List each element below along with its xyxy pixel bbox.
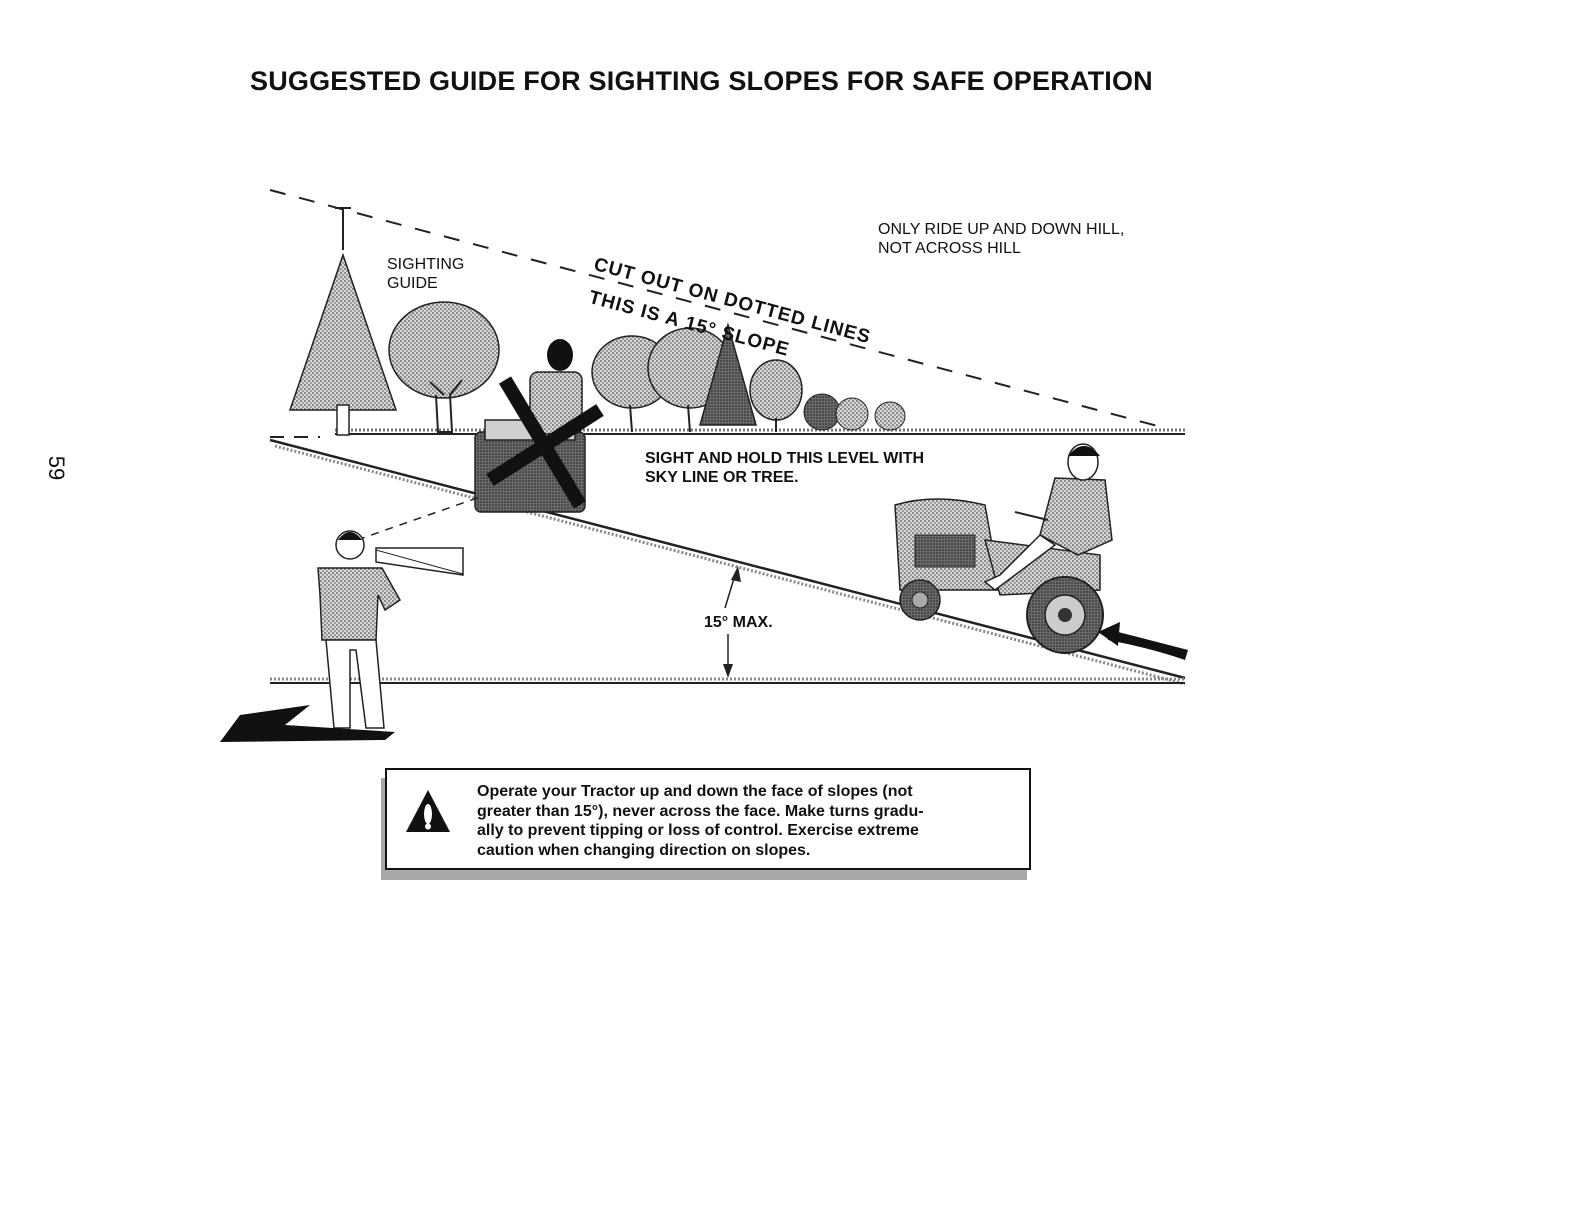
warning-text: Operate your Tractor up and down the fac… (477, 783, 924, 859)
slope-ground (269, 438, 1186, 686)
person-sighting (220, 496, 481, 742)
background-trees (591, 322, 906, 433)
sighting-dashed-line (269, 189, 1166, 429)
page-title: SUGGESTED GUIDE FOR SIGHTING SLOPES FOR … (250, 66, 1153, 96)
angle-indicator (723, 566, 741, 678)
level-ground (270, 677, 1185, 684)
pine-tree-left (288, 252, 398, 436)
tractor-across-hill-crossed-out (474, 339, 604, 513)
warning-box: Operate your Tractor up and down the fac… (385, 768, 1031, 870)
max-angle-label: 15° MAX. (704, 614, 773, 631)
round-tree-left (388, 301, 500, 433)
tractor-up-hill (894, 443, 1188, 660)
sighting-guide-label: SIGHTING GUIDE (387, 256, 465, 292)
warning-triangle-icon (406, 790, 450, 832)
sight-hold-label: SIGHT AND HOLD THIS LEVEL WITH SKY LINE … (645, 450, 925, 486)
only-ride-label: ONLY RIDE UP AND DOWN HILL, NOT ACROSS H… (878, 221, 1125, 257)
